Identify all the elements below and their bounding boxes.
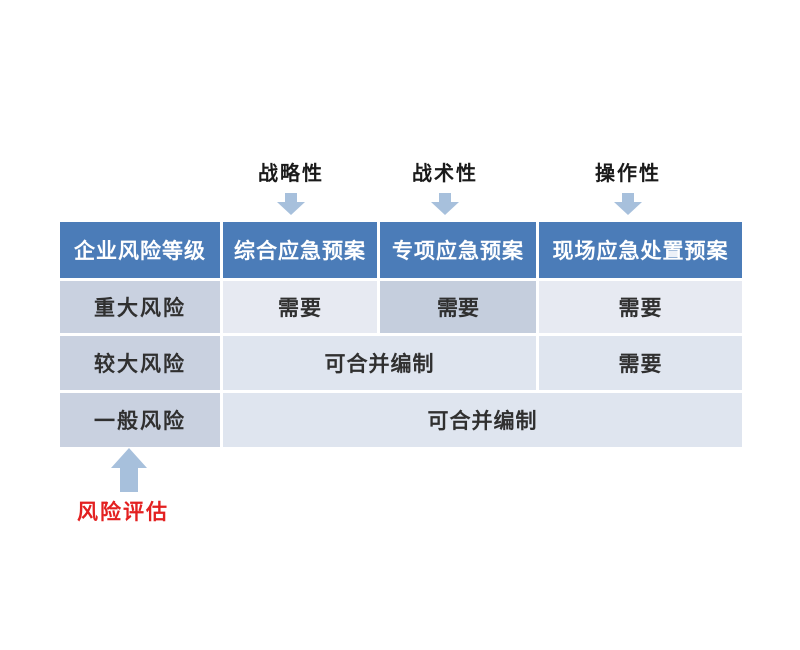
cell-general-merged-plan: 可合并编制	[223, 393, 742, 447]
annotation-tactical: 战术性	[375, 160, 515, 215]
tactical-label: 战术性	[412, 161, 478, 185]
down-arrow-head	[614, 202, 642, 215]
down-arrow-stem	[439, 193, 451, 202]
cell-major-risk-level: 重大风险	[60, 281, 220, 333]
cell-larger-merged-plan: 可合并编制	[223, 336, 536, 390]
down-arrow-stem	[285, 193, 297, 202]
cell-general-risk-level: 一般风险	[60, 393, 220, 447]
cell-larger-onsite: 需要	[539, 336, 742, 390]
cell-major-onsite: 需要	[539, 281, 742, 333]
header-cell-comprehensive-plan: 综合应急预案	[223, 222, 377, 278]
annotation-strategic: 战略性	[221, 160, 361, 215]
down-arrow-head	[431, 202, 459, 215]
down-arrow-icon	[558, 193, 698, 215]
down-arrow-icon	[375, 193, 515, 215]
cell-major-special-highlighted: 需要	[380, 281, 536, 333]
down-arrow-stem	[622, 193, 634, 202]
down-arrow-icon	[221, 193, 361, 215]
annotation-operational: 操作性	[558, 160, 698, 215]
header-cell-special-plan: 专项应急预案	[380, 222, 536, 278]
cell-major-comprehensive: 需要	[223, 281, 377, 333]
cell-larger-risk-level: 较大风险	[60, 336, 220, 390]
down-arrow-head	[277, 202, 305, 215]
up-arrow-stem	[120, 468, 138, 492]
up-arrow-head	[111, 448, 147, 468]
up-arrow-icon	[111, 448, 147, 492]
header-cell-onsite-plan: 现场应急处置预案	[539, 222, 742, 278]
strategic-label: 战略性	[258, 161, 324, 185]
header-cell-risk-level: 企业风险等级	[60, 222, 220, 278]
risk-assessment-label: 风险评估	[77, 499, 169, 524]
operational-label: 操作性	[595, 161, 661, 185]
risk-matrix-table: 企业风险等级 综合应急预案 专项应急预案 现场应急处置预案 重大风险 需要 需要…	[60, 222, 745, 447]
